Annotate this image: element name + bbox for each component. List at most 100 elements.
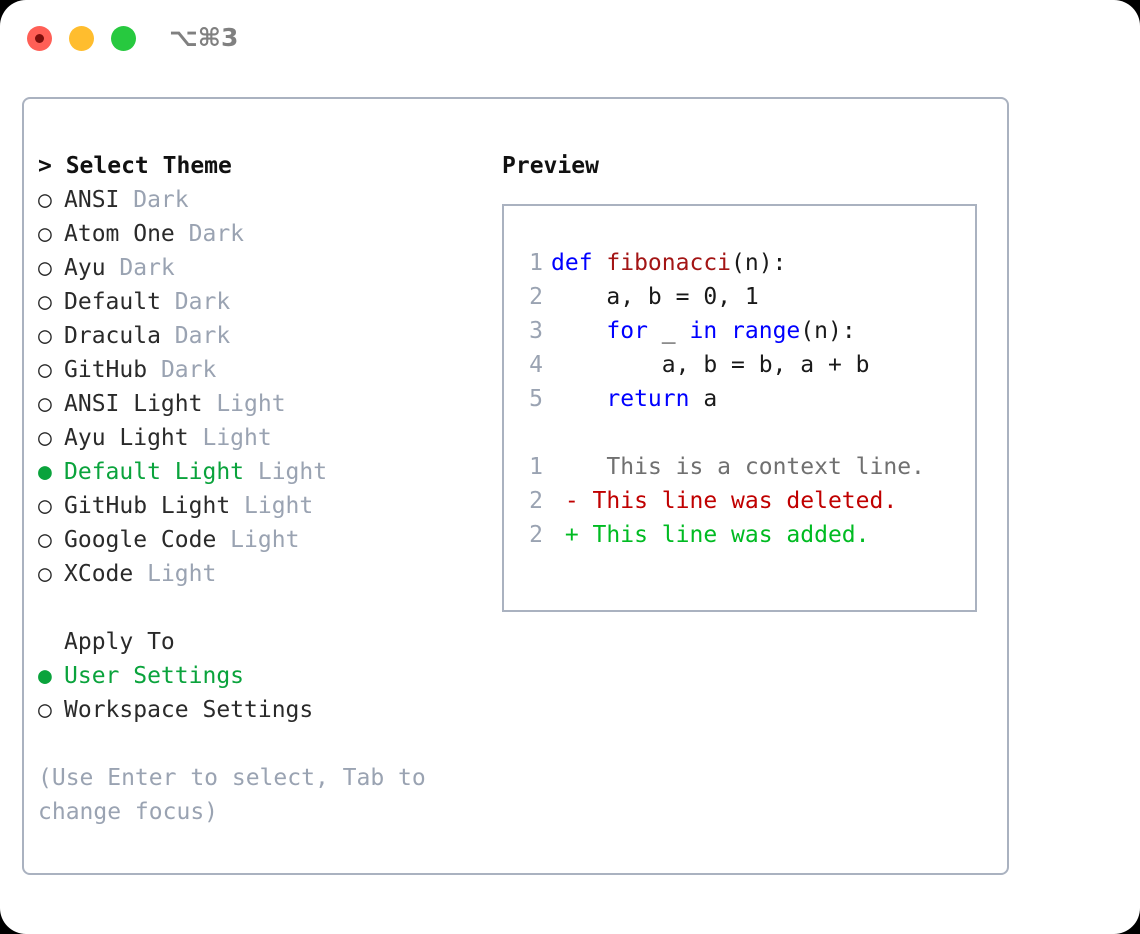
theme-category-tag: Dark — [160, 289, 231, 315]
radio-unselected-icon: ○ — [38, 357, 52, 383]
code-token — [551, 386, 606, 412]
main-panel: > Select Theme ○ANSI Dark○Atom One Dark○… — [22, 97, 1009, 875]
close-window-button[interactable] — [27, 26, 52, 51]
keyboard-shortcut-label: ⌥⌘3 — [169, 23, 239, 52]
diff-line: 2 + This line was added. — [517, 518, 925, 552]
line-number: 3 — [529, 318, 543, 344]
code-token: fibonacci — [606, 250, 732, 276]
theme-list-item[interactable]: ○XCode Light — [38, 557, 498, 591]
theme-list-item[interactable]: ○ Atom One Dark — [38, 217, 498, 251]
theme-category-tag: Dark — [160, 323, 231, 349]
diff-sign: + — [551, 522, 579, 548]
theme-category-tag: Light — [188, 425, 272, 451]
apply-to-item[interactable]: ● User Settings — [38, 659, 498, 693]
code-token: a — [689, 386, 718, 412]
radio-unselected-icon: ○ — [38, 187, 52, 213]
line-number: 2 — [529, 488, 543, 514]
radio-unselected-icon: ○ — [38, 391, 52, 417]
theme-name-label: Atom One — [64, 221, 175, 247]
theme-category-tag: Light — [230, 493, 314, 519]
theme-list-item[interactable]: ○ GitHub Dark — [38, 353, 498, 387]
radio-unselected-icon: ○ — [38, 255, 52, 281]
radio-unselected-icon: ○ — [38, 493, 52, 519]
code-line: 2 a, b = 0, 1 — [517, 280, 925, 314]
code-token: a, b = 0, 1 — [551, 284, 759, 310]
theme-name-label: GitHub — [64, 357, 148, 383]
diff-text: This line was deleted. — [578, 488, 898, 514]
code-token: def — [551, 250, 607, 276]
code-line: 1 def fibonacci(n): — [517, 246, 925, 280]
diff-line: 2 - This line was deleted. — [517, 484, 925, 518]
code-token — [551, 318, 606, 344]
line-number: 5 — [529, 386, 543, 412]
theme-name-label: Default — [64, 289, 161, 315]
theme-list[interactable]: ○ ANSI Dark ○ Atom One Dark ○ Ayu Dark ○ Defaul… — [38, 183, 498, 591]
theme-name-label: Ayu Light — [64, 425, 189, 451]
theme-name-label: ANSI — [64, 187, 120, 213]
line-number: 2 — [529, 284, 543, 310]
theme-category-tag: Dark — [119, 187, 189, 213]
radio-selected-icon: ● — [38, 663, 52, 689]
theme-list-item[interactable]: ○ Ayu Dark — [38, 251, 498, 285]
theme-name-label: Dracula — [64, 323, 161, 349]
radio-selected-icon: ● — [38, 459, 52, 485]
code-token: return — [606, 386, 690, 412]
radio-unselected-icon: ○ — [38, 697, 52, 723]
apply-to-header: Apply To — [38, 625, 498, 659]
line-number: 1 — [529, 454, 543, 480]
theme-list-item[interactable]: ○Google Code Light — [38, 523, 498, 557]
apply-to-label: User Settings — [64, 663, 245, 689]
theme-category-tag: Light — [244, 459, 328, 485]
code-token: in — [689, 318, 718, 344]
preview-header: Preview — [502, 153, 599, 179]
diff-line: 1 This is a context line. — [517, 450, 925, 484]
theme-list-item[interactable]: ○Dracula Dark — [38, 319, 498, 353]
code-token — [717, 318, 731, 344]
theme-category-tag: Light — [202, 391, 286, 417]
radio-unselected-icon: ○ — [38, 289, 52, 315]
maximize-window-button[interactable] — [111, 26, 136, 51]
code-token: range — [731, 318, 801, 344]
keyboard-hint-text: (Use Enter to select, Tab to change focu… — [38, 765, 426, 825]
code-token: _ — [647, 318, 690, 344]
code-diff-separator — [517, 416, 925, 450]
minimize-window-button[interactable] — [69, 26, 94, 51]
diff-sign: - — [551, 488, 579, 514]
theme-name-label: XCode — [64, 561, 134, 587]
radio-unselected-icon: ○ — [38, 561, 52, 587]
code-token: for — [606, 318, 648, 344]
title-bar: ⌥⌘3 — [0, 0, 1140, 78]
theme-name-label: Ayu — [64, 255, 106, 281]
theme-list-item[interactable]: ○ GitHub Light Light — [38, 489, 498, 523]
code-token: (n): — [731, 250, 787, 276]
diff-sign — [551, 454, 579, 480]
radio-unselected-icon: ○ — [38, 221, 52, 247]
theme-list-item[interactable]: ● Default Light Light — [38, 455, 498, 489]
line-number: 2 — [529, 522, 543, 548]
apply-to-list[interactable]: ● User Settings ○ Workspace Settings — [38, 659, 498, 727]
apply-to-label: Workspace Settings — [64, 697, 314, 723]
theme-category-tag: Dark — [174, 221, 245, 247]
theme-name-label: Google Code — [64, 527, 217, 553]
line-number: 1 — [529, 250, 543, 276]
theme-category-tag: Light — [216, 527, 300, 553]
theme-list-item[interactable]: ○ Default Dark — [38, 285, 498, 319]
theme-category-tag: Dark — [105, 255, 175, 281]
apply-to-item[interactable]: ○ Workspace Settings — [38, 693, 498, 727]
code-token: (n): — [800, 318, 856, 344]
list-spacer — [38, 591, 498, 625]
theme-list-item[interactable]: ○ Ayu Light Light — [38, 421, 498, 455]
theme-name-label: ANSI Light — [64, 391, 203, 417]
theme-name-label: Default Light — [64, 459, 245, 485]
theme-list-item[interactable]: ○ ANSI Dark — [38, 183, 498, 217]
theme-list-item[interactable]: ○ ANSI Light Light — [38, 387, 498, 421]
radio-unselected-icon: ○ — [38, 425, 52, 451]
diff-text: This line was added. — [578, 522, 870, 548]
select-theme-header: > Select Theme — [38, 153, 232, 179]
theme-name-label: GitHub Light — [64, 493, 231, 519]
theme-category-tag: Dark — [147, 357, 217, 383]
